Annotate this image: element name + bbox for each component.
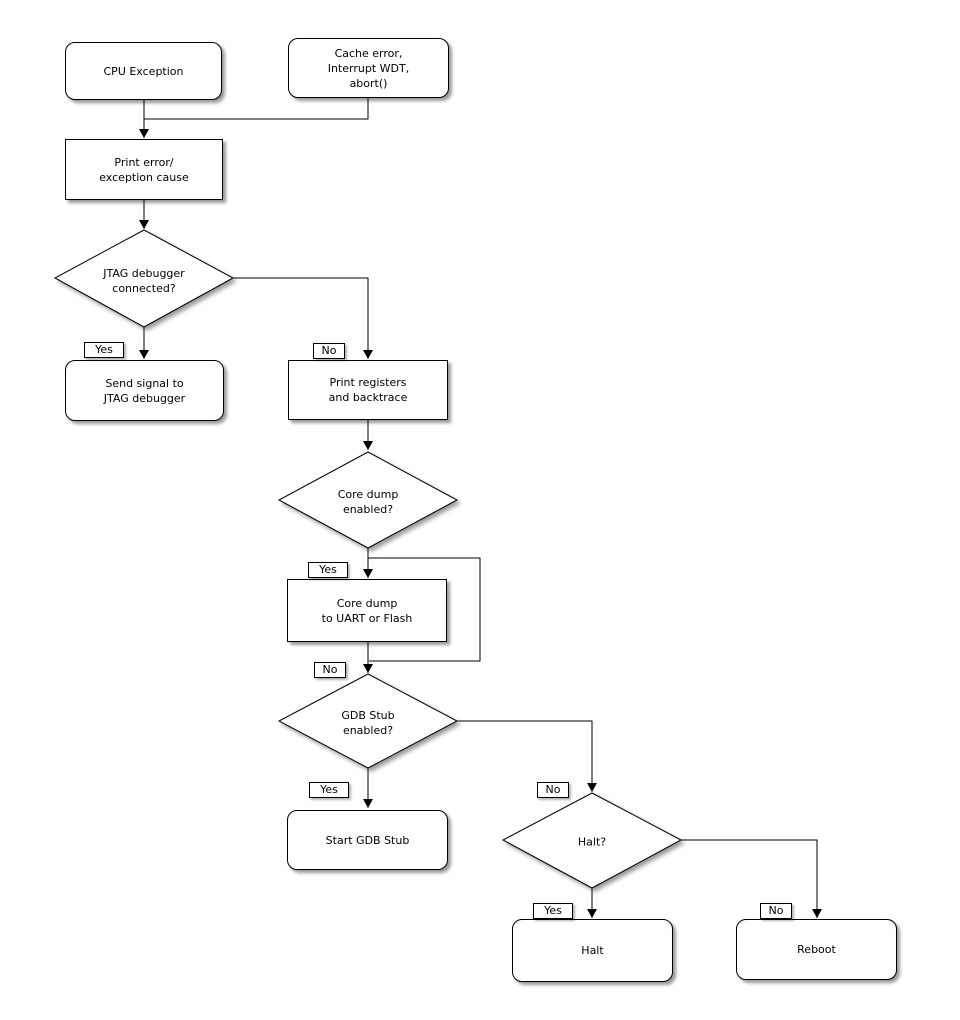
node-label-line: enabled? <box>342 503 394 516</box>
node-label-line: Send signal to <box>105 376 184 390</box>
edge-core-dump-no-bypass <box>368 557 481 662</box>
node-label-line: JTAG debugger <box>103 391 186 405</box>
node-send-signal: Send signal to JTAG debugger <box>65 360 224 421</box>
node-label-line: connected? <box>112 282 176 295</box>
node-label-line: Start GDB Stub <box>325 833 410 847</box>
node-print-error: Print error/ exception cause <box>65 139 223 200</box>
node-cache-error: Cache error, Interrupt WDT, abort() <box>288 38 449 98</box>
decision-jtag-connected-label: JTAG debugger connected? <box>103 266 184 296</box>
node-label-line: Reboot <box>797 943 836 956</box>
decision-gdb-stub-enabled-label: GDB Stub enabled? <box>341 708 394 738</box>
edge-cache-error-join <box>144 98 369 120</box>
edge-label-core-dump-yes: Yes <box>308 562 348 578</box>
edge-label-gdb-stub-yes: Yes <box>309 782 349 798</box>
node-label-line: CPU Exception <box>103 64 184 78</box>
node-label-line: exception cause <box>99 170 189 184</box>
edge-label-jtag-yes: Yes <box>84 342 124 358</box>
node-label-line: enabled? <box>342 724 394 737</box>
node-halt: Halt <box>512 919 673 982</box>
decision-core-dump-enabled-label: Core dump enabled? <box>338 487 399 517</box>
node-label-line: GDB Stub <box>341 709 395 722</box>
node-print-registers: Print registers and backtrace <box>288 360 448 420</box>
edge-halt-no <box>681 839 822 918</box>
decision-halt-question-label: Halt? <box>578 835 606 850</box>
node-label-line: Cache error, <box>334 46 403 60</box>
edge-label-halt-yes: Yes <box>533 903 573 919</box>
node-core-dump-uart: Core dump to UART or Flash <box>287 579 447 642</box>
node-reboot: Reboot <box>736 919 897 980</box>
node-label-line: abort() <box>349 76 388 90</box>
edge-label-halt-no: No <box>760 903 792 919</box>
edge-jtag-no <box>233 277 373 359</box>
node-start-gdb-stub: Start GDB Stub <box>287 810 448 870</box>
node-label-line: Print error/ <box>114 155 174 169</box>
node-label-line: Core dump <box>337 488 399 501</box>
node-label-line: Interrupt WDT, <box>327 61 410 75</box>
edge-gdb-no <box>457 720 597 792</box>
edge-label-core-dump-no: No <box>314 662 346 678</box>
edge-label-jtag-no: No <box>313 343 345 359</box>
edge-label-gdb-stub-no: No <box>537 782 569 798</box>
node-label-line: Halt <box>581 944 604 957</box>
node-label-line: Core dump <box>336 596 398 610</box>
node-label-line: Halt? <box>577 835 607 849</box>
node-label-line: JTAG debugger <box>103 267 185 280</box>
node-label-line: Print registers <box>329 376 407 389</box>
node-label-line: to UART or Flash <box>321 611 413 625</box>
node-label-line: and backtrace <box>328 391 408 404</box>
node-cpu-exception: CPU Exception <box>65 42 222 100</box>
